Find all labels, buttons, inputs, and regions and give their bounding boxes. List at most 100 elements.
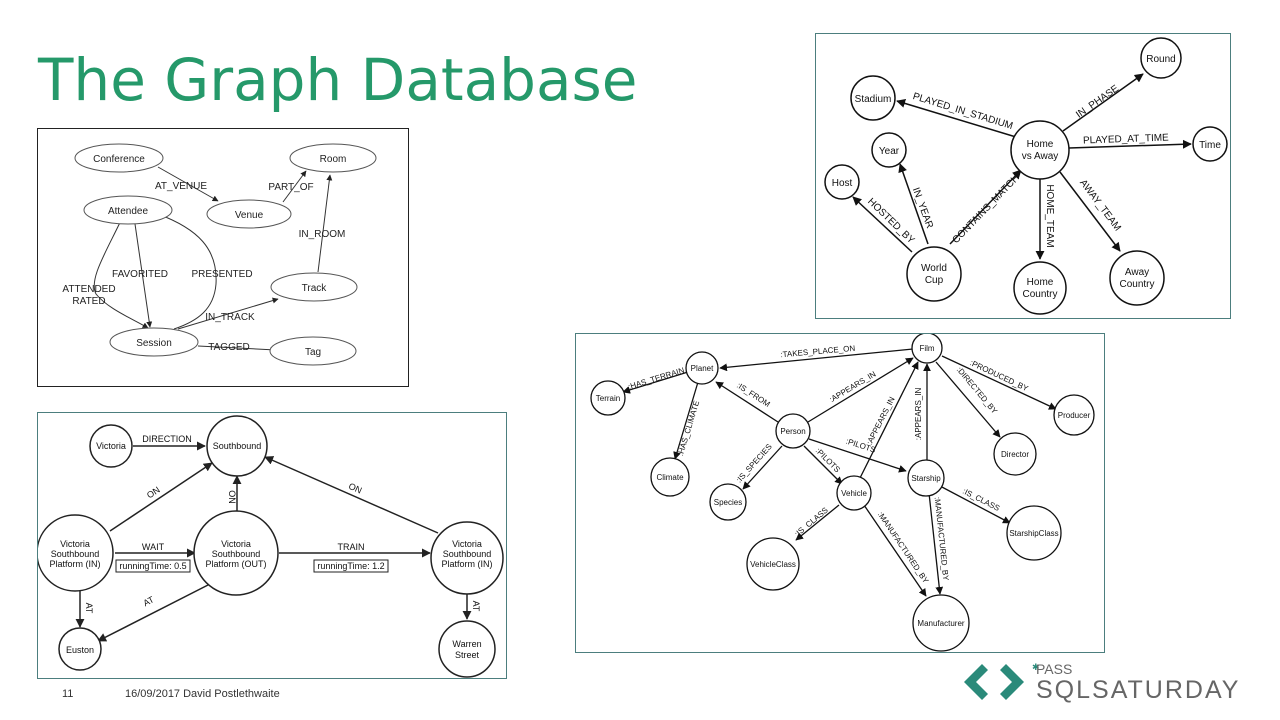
edge-attended-label: ATTENDED	[62, 284, 115, 295]
node-away-line2: Country	[1119, 279, 1154, 290]
edge-is-from	[715, 381, 779, 423]
edge-direction-label: DIRECTION	[142, 434, 192, 444]
node-manufacturer-label: Manufacturer	[917, 619, 964, 628]
node-tag	[269, 336, 357, 366]
edge-has-climate	[673, 381, 699, 460]
logo-brand-text: SQLSATURDAY	[1036, 676, 1241, 704]
node-producer	[1053, 394, 1095, 436]
node-platform-out-line1: Victoria	[221, 539, 251, 549]
edge-is-from-label: :IS_FROM	[735, 381, 772, 409]
edge-has-climate-label: :HAS_CLIMATE	[676, 400, 701, 457]
edge-rated-label: RATED	[72, 296, 105, 307]
node-away-country	[1109, 250, 1165, 306]
node-climate-label: Climate	[656, 473, 684, 482]
edge-appears-in-vehicle-label: :APPEARS_IN	[865, 395, 897, 446]
edge-home-team-label: HOME_TEAM	[1044, 184, 1055, 247]
edge-part-of	[282, 170, 307, 203]
wait-property-box	[115, 559, 191, 573]
node-victoria-label: Victoria	[96, 441, 126, 451]
node-platform-out	[193, 510, 279, 596]
edge-part-of-label: PART_OF	[268, 182, 313, 193]
wait-property-label: runningTime: 0.5	[119, 561, 186, 571]
edge-in-phase-label: IN_PHASE	[1074, 83, 1121, 121]
node-vehicle-label: Vehicle	[841, 489, 867, 498]
edge-train-label: TRAIN	[338, 542, 365, 552]
edge-in-room-label: IN_ROOM	[299, 229, 346, 240]
node-warren-line2: Street	[455, 650, 480, 660]
node-match	[1010, 120, 1070, 180]
node-vehicleclass	[746, 537, 800, 591]
node-person	[775, 413, 811, 449]
worldcup-graph-panel: Round Stadium Home vs Away Time Year Hos…	[815, 33, 1231, 319]
edge-tagged-label: TAGGED	[208, 342, 249, 353]
node-vehicle	[836, 475, 872, 511]
node-venue	[206, 199, 292, 229]
edge-favorited	[134, 223, 153, 328]
node-starshipclass	[1006, 505, 1062, 561]
node-euston-label: Euston	[66, 645, 94, 655]
node-director-label: Director	[1001, 450, 1029, 459]
edge-manufactured-by-vehicle	[863, 504, 927, 597]
node-host-label: Host	[832, 178, 853, 189]
node-worldcup-line1: World	[921, 263, 947, 274]
node-terrain-label: Terrain	[596, 394, 620, 403]
node-film-label: Film	[919, 344, 934, 353]
node-round	[1140, 37, 1182, 79]
edge-played-in-stadium	[896, 99, 1017, 138]
node-session-label: Session	[136, 338, 172, 349]
edge-in-year	[898, 163, 929, 245]
node-platform-in	[38, 514, 114, 592]
edge-played-at-time-label: PLAYED_AT_TIME	[1083, 132, 1169, 146]
train-property-box	[313, 559, 389, 573]
slide-number: 11	[62, 688, 74, 700]
edge-in-phase	[1062, 73, 1144, 132]
edge-hosted-by	[852, 196, 913, 253]
node-attendee-label: Attendee	[108, 206, 148, 217]
node-away-line1: Away	[1125, 267, 1149, 278]
node-host	[824, 164, 860, 200]
edge-in-room	[317, 174, 333, 273]
node-platform-in-2	[430, 521, 504, 595]
transport-graph-panel: Victoria Southbound Victoria Southbound …	[37, 412, 507, 679]
edge-appears-in-starship-label: :APPEARS_IN	[914, 388, 923, 441]
edge-is-species-label: :IS_SPECIES	[734, 442, 773, 484]
edge-at-venue-label: AT_VENUE	[155, 181, 207, 192]
node-conference-label: Conference	[93, 154, 145, 165]
node-warren-line1: Warren	[452, 639, 481, 649]
edge-is-class-starship	[939, 485, 1011, 524]
node-species	[709, 483, 747, 521]
node-species-label: Species	[714, 498, 742, 507]
edge-manufactured-by-starship-label: :MANUFACTURED_BY	[933, 496, 951, 581]
edge-on-right	[264, 456, 439, 534]
node-worldcup	[906, 246, 962, 302]
edge-on-left	[109, 462, 213, 532]
node-southbound-label: Southbound	[213, 441, 262, 451]
logo-pass-text: PASS	[1036, 661, 1073, 677]
node-time	[1192, 126, 1228, 162]
edge-at-mid	[97, 584, 209, 642]
node-platform-out-line3: Platform (OUT)	[205, 559, 266, 569]
sqlsaturday-logo-icon: ✱	[964, 662, 1040, 700]
node-track-label: Track	[302, 283, 328, 294]
node-time-label: Time	[1199, 140, 1221, 151]
node-terrain	[590, 380, 626, 416]
node-platform-in2-line3: Platform (IN)	[441, 559, 492, 569]
node-conference	[74, 143, 164, 173]
edge-in-track-label: IN_TRACK	[205, 312, 255, 323]
edge-has-terrain	[622, 371, 689, 394]
edge-pilots-starship	[808, 438, 907, 473]
node-southbound	[206, 415, 268, 477]
edge-produced-by	[941, 355, 1057, 410]
node-room-label: Room	[320, 154, 347, 165]
node-euston	[58, 627, 102, 671]
edge-in-year-label: IN_YEAR	[910, 186, 935, 230]
starwars-graph-panel: Planet Film Terrain Producer Climate Per…	[575, 333, 1105, 653]
edge-away-team	[1059, 171, 1121, 252]
node-planet-label: Planet	[691, 364, 714, 373]
edge-contains-match	[949, 169, 1022, 245]
edge-manufactured-by-vehicle-label: :MANUFACTURED_BY	[876, 510, 931, 585]
node-starshipclass-label: StarshipClass	[1009, 529, 1058, 538]
edge-contains-match-label: CONTAINS_MATCH	[951, 173, 1022, 246]
edge-on-mid-label: ON	[227, 490, 237, 504]
node-match-line1: Home	[1027, 139, 1054, 150]
